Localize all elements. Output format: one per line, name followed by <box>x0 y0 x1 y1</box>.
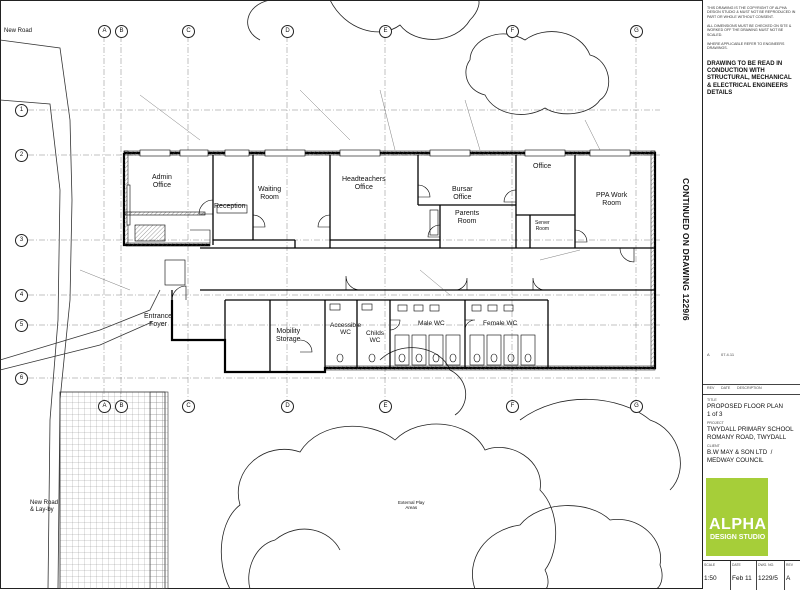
furniture <box>134 204 439 286</box>
grid-label-col-b-bottom: B <box>115 400 128 413</box>
date-caption: DATE <box>732 563 741 567</box>
structural-grid <box>28 36 660 400</box>
dwg-value: 1229/5 <box>758 575 778 582</box>
grid-label-row-2: 2 <box>15 149 28 162</box>
project-caption: PROJECT <box>707 421 724 425</box>
title-block-heading: DRAWING TO BE READ IN CONDUCTION WITH ST… <box>707 61 792 96</box>
rev-header-description: DESCRIPTION <box>737 386 762 390</box>
rev-header-date: DATE <box>721 386 731 390</box>
label-new-road-layby: New Road & Lay-by <box>30 500 59 513</box>
title-caption: TITLE <box>707 398 717 402</box>
drawing-title: PROPOSED FLOOR PLAN 1 of 3 <box>707 403 783 418</box>
label-continued-on-drawing: CONTINUED ON DRAWING 1229/6 <box>681 178 691 321</box>
footer-date-cell: DATE Feb 11 <box>730 561 757 590</box>
grid-label-col-a-bottom: A <box>98 400 111 413</box>
grid-label-col-g-bottom: G <box>630 400 643 413</box>
grid-label-row-6: 6 <box>15 372 28 385</box>
room-female-wc: Female WC <box>483 320 518 327</box>
footer-scale-cell: SCALE 1:50 <box>702 561 731 590</box>
dimension-note: ALL DIMENSIONS MUST BE CHECKED ON SITE &… <box>707 24 792 37</box>
room-bursar-office: Bursar Office <box>452 186 473 202</box>
scale-value: 1:50 <box>704 575 717 582</box>
project-name: TWYDALL PRIMARY SCHOOL ROMANY ROAD, TWYD… <box>707 426 794 441</box>
grid-label-col-e-bottom: E <box>379 400 392 413</box>
rev-header-rev: REV <box>707 386 715 390</box>
room-ppa-work-room: PPA Work Room <box>596 192 628 208</box>
room-entrance-foyer: Entrance Foyer <box>144 313 173 329</box>
room-server-room: Server Room <box>535 220 550 232</box>
layby-paving <box>59 391 166 589</box>
dwg-caption: DWG. No. <box>758 563 775 567</box>
wc-fittings <box>329 303 536 366</box>
room-headteachers-office: Headteachers Office <box>342 176 386 192</box>
grid-label-row-5: 5 <box>15 319 28 332</box>
client-caption: CLIENT <box>707 444 720 448</box>
room-male-wc: Male WC <box>418 320 445 327</box>
footer-rev-cell: REV A <box>784 561 800 590</box>
rev-caption: REV <box>786 563 793 567</box>
room-parents-room: Parents Room <box>455 210 480 226</box>
grid-label-col-a-top: A <box>98 25 111 38</box>
logo-line-2: DESIGN STUDIO <box>710 534 766 541</box>
room-accessible-wc: Accessible WC <box>330 322 362 337</box>
grid-label-col-d-bottom: D <box>281 400 294 413</box>
windows <box>124 149 631 226</box>
date-value: Feb 11 <box>732 575 752 582</box>
client-name: B.W MAY & SON LTD / MEDWAY COUNCIL <box>707 449 773 464</box>
room-admin-office: Admin Office <box>152 174 172 190</box>
grid-label-row-1: 1 <box>15 104 28 117</box>
logo-line-1: ALPHA <box>709 516 767 533</box>
grid-label-row-3: 3 <box>15 234 28 247</box>
wall-hatch <box>123 150 656 371</box>
works-note: WHERE APPLICABLE REFER TO ENGINEERS DRAW… <box>707 42 785 51</box>
grid-label-row-4: 4 <box>15 289 28 302</box>
room-childs-wc: Childs WC <box>366 330 385 345</box>
rev-value: A <box>786 575 791 582</box>
grid-label-col-c-top: C <box>182 25 195 38</box>
room-mobility-storage: Mobility Storage <box>276 328 301 344</box>
scale-caption: SCALE <box>704 563 716 567</box>
revision-date: 07.4.11 <box>721 352 735 357</box>
grid-label-col-e-top: E <box>379 25 392 38</box>
footer-dwg-cell: DWG. No. 1229/5 <box>756 561 785 590</box>
title-block-footer: SCALE 1:50 DATE Feb 11 DWG. No. 1229/5 R… <box>702 560 800 590</box>
label-external-play-areas: External Play Areas <box>398 500 425 511</box>
leader-lines <box>79 89 601 296</box>
grid-label-col-b-top: B <box>115 25 128 38</box>
revision-letter: A <box>707 352 710 357</box>
tree-canopies <box>220 0 681 589</box>
room-waiting-room: Waiting Room <box>258 186 282 202</box>
label-new-road: New Road <box>4 28 33 34</box>
grid-label-col-d-top: D <box>281 25 294 38</box>
grid-label-col-g-top: G <box>630 25 643 38</box>
grid-label-col-c-bottom: C <box>182 400 195 413</box>
room-office: Office <box>533 163 552 170</box>
internal-walls <box>171 155 655 372</box>
copyright-note: THIS DRAWING IS THE COPYRIGHT OF ALPHA D… <box>707 6 796 19</box>
alpha-design-studio-logo: ALPHA DESIGN STUDIO <box>706 478 768 556</box>
grid-label-col-f-bottom: F <box>506 400 519 413</box>
grid-label-col-f-top: F <box>506 25 519 38</box>
room-reception: Reception <box>214 203 246 210</box>
